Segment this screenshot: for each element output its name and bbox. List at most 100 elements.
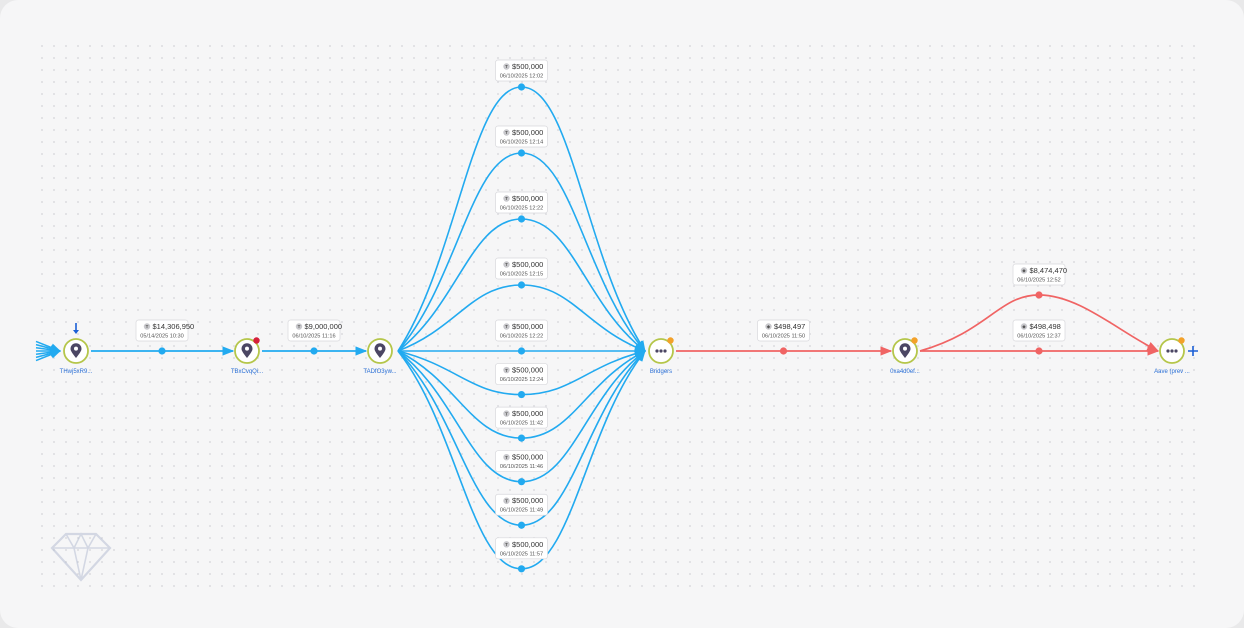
edge-amount: $8,474,470	[1030, 266, 1068, 275]
edge-timestamp: 06/10/2025 11:46	[500, 464, 543, 470]
edge-amount: $500,000	[512, 62, 543, 71]
node-address-label[interactable]: 0xa4d0ef...	[890, 369, 920, 375]
graph-node[interactable]: THwj5xR9...	[60, 323, 93, 375]
graph-node[interactable]: 0xa4d0ef...	[890, 337, 920, 375]
tron-coin-icon	[503, 366, 510, 374]
edge-timestamp: 06/10/2025 11:50	[762, 334, 805, 340]
edge-midpoint-dot[interactable]	[517, 521, 526, 529]
graph-node[interactable]: Aave (prev ...	[1154, 337, 1198, 375]
node-address-label[interactable]: Bridgers	[650, 369, 672, 375]
edge-label[interactable]: T $500,000 06/10/2025 11:57	[495, 537, 548, 560]
tron-coin-icon	[143, 323, 151, 330]
edge-amount: $9,000,000	[305, 322, 343, 331]
coin-glyph: T	[505, 368, 508, 373]
location-pin-icon	[241, 343, 253, 358]
edge-label[interactable]: ◆$498,497 06/10/2025 11:50	[757, 319, 810, 342]
edge-label[interactable]: T $9,000,000 06/10/2025 11:16	[287, 319, 343, 342]
edge-midpoint-dot[interactable]	[158, 347, 166, 355]
coin-glyph: T	[505, 130, 508, 135]
edge-timestamp: 06/10/2025 12:02	[500, 74, 544, 80]
edge-amount: $500,000	[512, 260, 543, 269]
edge-timestamp: 06/10/2025 11:42	[500, 421, 543, 427]
graph-node[interactable]: TADfO3yw...	[363, 338, 397, 375]
edge-midpoint-dot[interactable]	[517, 434, 526, 442]
edge-midpoint-dot[interactable]	[517, 565, 526, 573]
edge-label[interactable]: T $500,000 06/10/2025 12:24	[495, 363, 548, 385]
edge-timestamp: 06/10/2025 12:37	[1017, 334, 1061, 340]
graph-node[interactable]: TBxCvqQi...	[231, 337, 264, 375]
graph-node[interactable]: Bridgers	[648, 337, 674, 375]
edge-timestamp: 06/10/2025 12:24	[500, 377, 544, 383]
tron-coin-icon	[503, 129, 510, 136]
edge-timestamp: 06/10/2025 11:16	[292, 334, 335, 340]
more-dots-icon	[1166, 349, 1178, 353]
edge-midpoint-dot[interactable]	[779, 347, 788, 355]
edge-timestamp: 05/14/2025 10:30	[140, 334, 184, 340]
arrow-down-icon[interactable]	[73, 323, 79, 334]
edge-midpoint-dot[interactable]	[517, 215, 526, 223]
edge-amount: $500,000	[512, 496, 543, 505]
node-status-badge	[667, 337, 674, 344]
edge-midpoint-dot[interactable]	[517, 478, 526, 486]
tron-coin-icon	[503, 195, 510, 202]
edge-midpoint-dot[interactable]	[517, 390, 526, 399]
edge-label[interactable]: T $500,000 06/10/2025 12:14	[495, 125, 548, 148]
edge-midpoint-dot[interactable]	[517, 83, 526, 91]
edge-midpoint-dot[interactable]	[517, 149, 526, 157]
node-address-label[interactable]: THwj5xR9...	[60, 369, 93, 375]
edge-amount: $498,497	[774, 322, 805, 331]
edge-midpoint-dot[interactable]	[1035, 291, 1043, 299]
dot-grid-background	[36, 40, 1196, 588]
tron-coin-icon	[503, 453, 510, 461]
node-status-badge	[911, 337, 918, 344]
edge-amount: $500,000	[512, 194, 543, 203]
plus-icon[interactable]	[1188, 346, 1198, 356]
eth-coin-icon	[1020, 323, 1028, 330]
edge-amount: $498,498	[1030, 322, 1061, 331]
coin-glyph: T	[298, 324, 301, 329]
edge-amount: $500,000	[512, 540, 543, 549]
edge-timestamp: 06/10/2025 12:14	[500, 140, 544, 146]
edge-amount: $500,000	[512, 366, 543, 375]
edge-label[interactable]: ◆ $498,498 06/10/2025 12:37	[1012, 319, 1066, 342]
edge-midpoint-dot[interactable]	[517, 347, 526, 355]
edge-timestamp: 06/10/2025 11:57	[500, 551, 543, 557]
incoming-flow-edge	[35, 350, 61, 362]
coin-glyph: T	[505, 455, 508, 460]
edge-label[interactable]: T $500,000 06/10/2025 11:46	[495, 450, 548, 473]
eth-coin-icon	[1020, 267, 1028, 274]
coin-glyph: ◆	[1022, 324, 1026, 329]
coin-glyph: T	[505, 542, 508, 547]
edge-timestamp: 06/10/2025 12:22	[500, 334, 544, 340]
node-status-badge	[1178, 337, 1185, 344]
location-pin-icon	[374, 343, 386, 358]
diamond-logo-icon	[50, 532, 112, 582]
coin-glyph: ◆	[767, 324, 771, 329]
node-address-label[interactable]: Aave (prev ...	[1154, 369, 1190, 375]
eth-coin-icon	[765, 323, 772, 330]
location-pin-icon	[70, 343, 82, 358]
edge-midpoint-dot[interactable]	[1035, 347, 1043, 355]
edge-midpoint-dot[interactable]	[517, 281, 526, 289]
node-address-label[interactable]: TADfO3yw...	[363, 369, 397, 375]
edge-midpoint-dot[interactable]	[310, 347, 318, 355]
edge-timestamp: 06/10/2025 12:15	[500, 272, 544, 278]
coin-glyph: T	[505, 196, 508, 201]
tron-coin-icon	[503, 261, 510, 268]
edge-amount: $500,000	[512, 453, 543, 462]
edge-amount: $500,000	[512, 128, 543, 137]
node-address-label[interactable]: TBxCvqQi...	[231, 369, 264, 375]
edge-timestamp: 06/10/2025 12:52	[1017, 278, 1061, 284]
tron-coin-icon	[503, 497, 510, 504]
